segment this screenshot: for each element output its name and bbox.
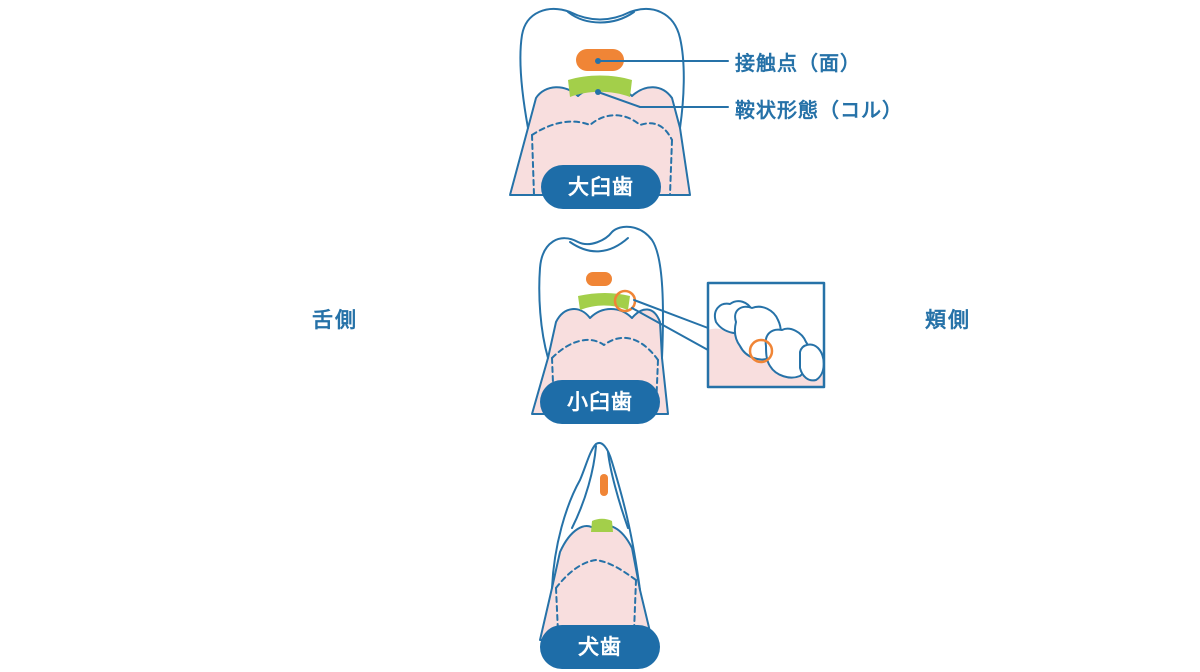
molar-crown-groove [567,11,635,24]
molar-cej-line [531,114,673,141]
col-shape-label: 鞍状形態（コル） [735,98,903,122]
canine-cej-line [555,559,637,589]
canine-root-left [555,587,559,633]
lingual-side-label: 舌側 [312,308,358,332]
canine-crown-edge [571,445,597,529]
inset-tooth-4 [799,343,824,382]
molar-root-right [669,139,673,196]
canine-contact-point [600,474,608,496]
buccal-side-label: 頬側 [925,308,971,332]
canine-illustration [539,442,653,641]
molar-crown [519,8,685,129]
canine-root-right [633,579,637,633]
molar-col [568,75,632,97]
premolar-crown [538,225,664,359]
zoom-line-lower [631,307,709,351]
canine-col [591,518,613,532]
canine-badge: 犬歯 [540,625,660,669]
premolar-crown-groove [569,237,629,253]
premolar-badge: 小臼歯 [540,380,660,424]
premolar-contact-point [586,272,612,286]
premolar-col [578,293,630,310]
molar-badge: 大臼歯 [541,165,661,209]
canine-crown-edge-right [607,451,629,529]
premolar-cej-line [551,337,659,361]
zoom-line-upper [633,299,709,329]
canine-crown [551,442,641,591]
inset-detail [706,281,826,389]
col-leader-line [597,91,729,108]
inset-col-highlight [748,338,774,364]
contact-point-label: 接触点（面） [735,51,861,75]
inset-frame [706,281,826,389]
molar-root-left [531,134,535,196]
